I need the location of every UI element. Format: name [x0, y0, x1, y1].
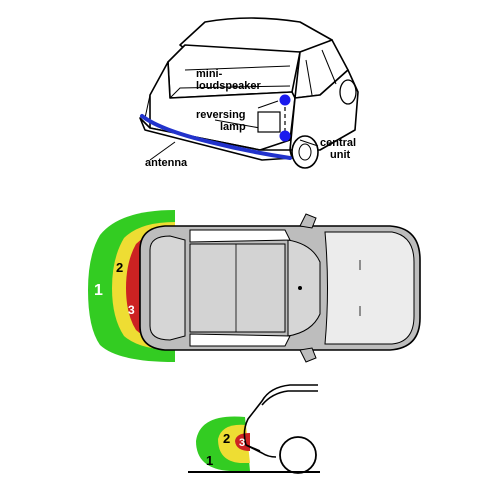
zone-1-label: 1 [94, 282, 103, 299]
rear-car-diagram: mini- loudspeaker reversing lamp central… [0, 0, 500, 190]
wheel [291, 135, 319, 169]
car-side-body [243, 384, 318, 458]
central-unit-dot [279, 130, 291, 142]
zone-3-label: 3 [239, 437, 245, 449]
zone-2-label: 2 [223, 431, 230, 446]
reversing-lamp [257, 111, 281, 133]
antenna-line [140, 114, 292, 160]
zone-3-area [235, 433, 250, 451]
label-mini-loudspeaker-2: loudspeaker [196, 80, 262, 92]
wheel [279, 436, 317, 474]
car-top-body [139, 213, 421, 363]
label-reversing-lamp-1: reversing [196, 109, 246, 121]
label-reversing-lamp-2: lamp [220, 121, 246, 133]
top-view-zones-diagram: 1 2 3 [0, 200, 500, 370]
label-central-unit-2: unit [330, 149, 350, 161]
label-mini-loudspeaker-1: mini- [196, 68, 223, 80]
zone-2-label: 2 [116, 260, 123, 275]
mini-loudspeaker-dot [279, 94, 291, 106]
zone-3-label: 3 [128, 303, 135, 317]
zone-1-label: 1 [206, 453, 213, 468]
label-central-unit-1: central [320, 137, 356, 149]
label-antenna: antenna [145, 157, 188, 169]
side-view-zones-diagram: 1 2 3 [0, 375, 500, 500]
